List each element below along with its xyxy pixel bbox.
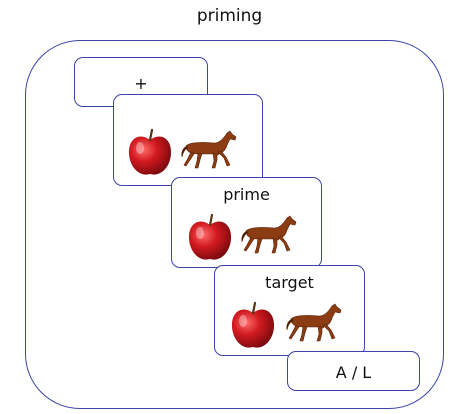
- apple-icon: [231, 301, 275, 348]
- fixation-cross: +: [134, 74, 148, 93]
- stimulus-card: [113, 94, 263, 186]
- diagram-title: priming: [196, 6, 263, 26]
- priming-container: [25, 40, 444, 409]
- apple-icon: [128, 128, 172, 175]
- horse-icon: [241, 215, 297, 254]
- target-label: target: [265, 273, 314, 292]
- apple-icon: [188, 213, 232, 260]
- horse-icon: [181, 130, 237, 169]
- prime-label: prime: [223, 185, 270, 204]
- target-card: target: [214, 265, 365, 356]
- prime-card: prime: [171, 177, 322, 268]
- response-card: A / L: [287, 351, 420, 391]
- response-keys-label: A / L: [335, 363, 372, 382]
- horse-icon: [286, 303, 342, 342]
